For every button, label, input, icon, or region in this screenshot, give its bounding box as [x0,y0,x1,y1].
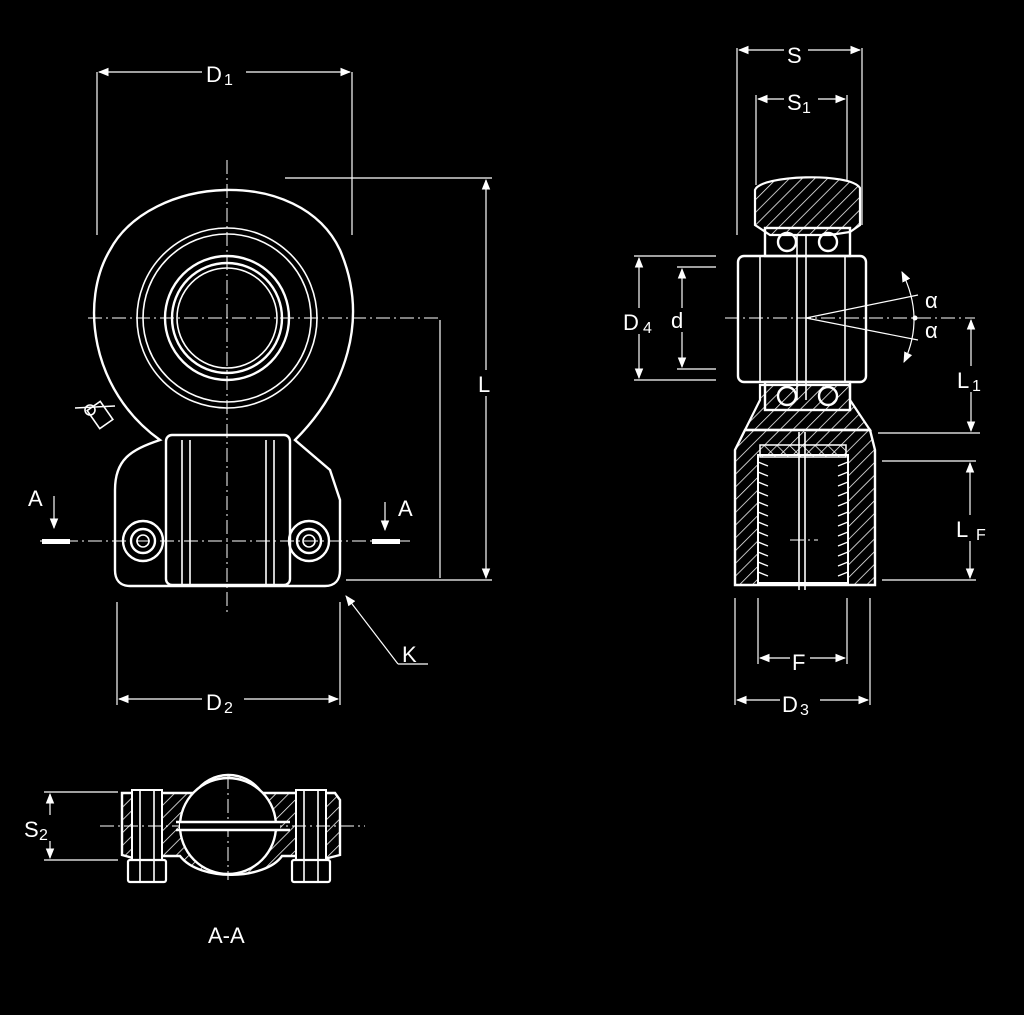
inner-ring [736,254,868,384]
label-s: S [787,43,802,68]
eye-section-top [753,176,862,237]
dimension-l: L [285,177,498,581]
front-view [40,160,440,612]
dimension-d2: D 2 [116,602,341,717]
label-lf: L [956,517,968,542]
label-d1-sub: 1 [224,72,233,89]
dimension-lf: L F [882,460,995,581]
clamp-bolt-left [126,789,168,884]
side-view [725,176,975,590]
angle-alpha: α α [805,271,938,363]
label-s1-sub: 1 [802,100,811,117]
label-alpha-bottom: α [925,318,938,343]
label-d: d [671,308,683,333]
dimension-d1: D 1 [96,62,353,235]
section-arrow-left: A [28,486,59,530]
label-d4-sub: 4 [643,320,652,337]
leader-k: K [345,595,428,667]
dimension-s: S [736,42,863,235]
label-a-right: A [398,496,413,521]
dimension-d4: D 4 [622,255,716,381]
label-d3: D [782,692,798,717]
grease-nipple [74,400,116,430]
label-alpha-top: α [925,288,938,313]
label-f: F [792,650,805,675]
label-k: K [402,642,417,667]
section-arrow-right: A [380,496,413,532]
dimension-d: d [670,266,716,370]
label-d3-sub: 3 [800,702,809,719]
dimension-d3: D 3 [734,598,871,719]
section-title: A-A [208,923,245,948]
dimension-f: F [757,598,848,675]
label-l1-sub: 1 [972,378,981,395]
threaded-bore [757,454,849,584]
section-a-a-view [100,773,365,884]
label-l1: L [957,368,969,393]
label-d1: D [206,62,222,87]
label-l: L [478,372,490,397]
dimension-l1: L 1 [878,318,990,434]
label-d2-sub: 2 [224,700,233,717]
label-s1: S [787,90,802,115]
clamp-bolt-right [290,789,332,884]
label-d4: D [623,310,639,335]
shank-body [164,433,292,587]
eye-section-bottom [743,383,873,432]
label-a-left: A [28,486,43,511]
label-s2-sub: 2 [39,827,48,844]
dimension-s2: S 2 [22,791,118,861]
rod-end-body-outline [92,188,355,588]
label-d2: D [206,690,222,715]
dimension-s1: S 1 [755,88,848,185]
label-lf-sub: F [976,527,986,544]
thread-marks [757,461,849,577]
label-s2: S [24,817,39,842]
